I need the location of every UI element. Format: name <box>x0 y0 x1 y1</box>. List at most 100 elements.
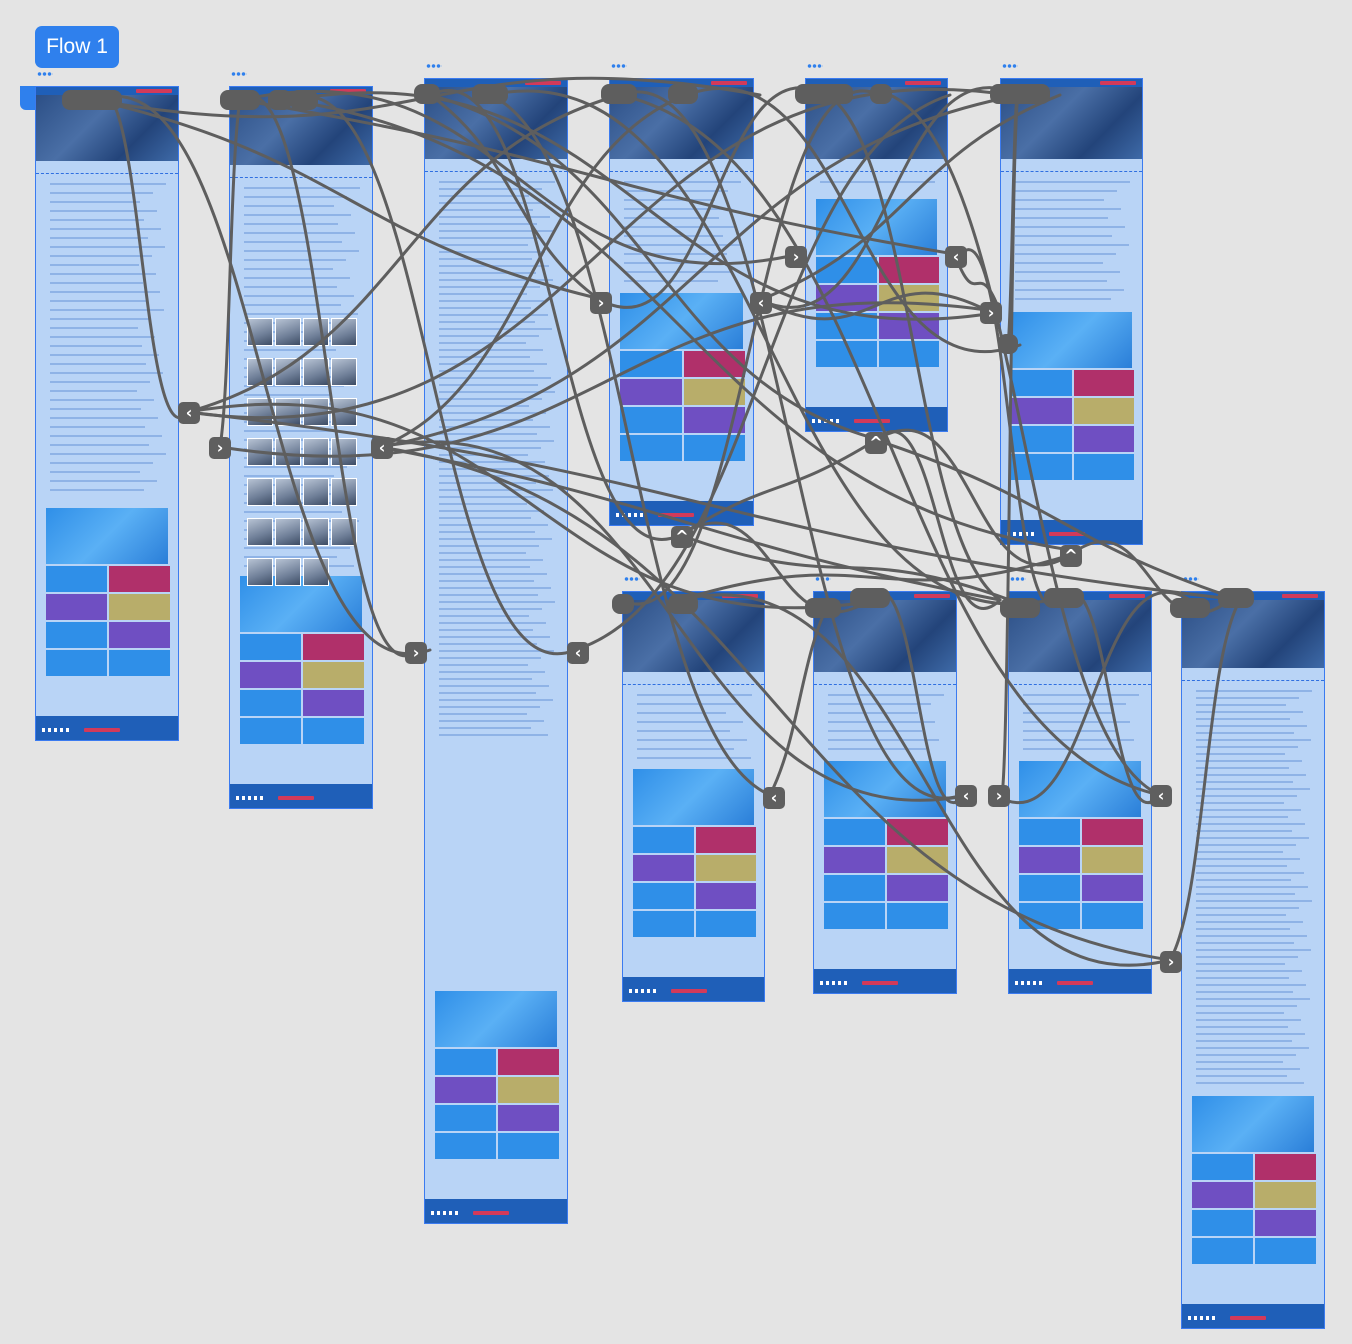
connection-handle-up-icon[interactable]: ^ <box>865 432 887 454</box>
hotspot-link[interactable] <box>998 334 1018 354</box>
category-tile <box>303 690 364 716</box>
content-line <box>820 181 935 183</box>
feature-image <box>633 769 754 825</box>
screen-frame[interactable] <box>424 78 568 1224</box>
hotspot-link[interactable] <box>805 598 841 618</box>
screen-frame[interactable] <box>1181 591 1325 1329</box>
content-line <box>1196 886 1308 888</box>
hotspot-link[interactable] <box>870 84 892 104</box>
frame-more-icon[interactable] <box>1010 577 1026 581</box>
hotspot-link[interactable] <box>795 84 853 104</box>
hotspot-link[interactable] <box>1044 588 1084 608</box>
connection-handle-up-icon[interactable]: ^ <box>671 526 693 548</box>
content-line <box>439 202 546 204</box>
content-line <box>439 447 541 449</box>
hotspot-link[interactable] <box>268 90 292 110</box>
connection-handle-left-icon[interactable]: ‹ <box>945 246 967 268</box>
connection-handle-left-icon[interactable]: ‹ <box>1150 785 1172 807</box>
hotspot-link[interactable] <box>220 90 260 110</box>
hotspot-link[interactable] <box>668 84 698 104</box>
content-line <box>50 345 142 347</box>
content-line <box>1196 823 1305 825</box>
fold-line <box>610 171 753 172</box>
frame-more-icon[interactable] <box>611 64 627 68</box>
connection-handle-right-icon[interactable]: › <box>1160 951 1182 973</box>
screen-frame[interactable] <box>1000 78 1143 545</box>
frame-more-icon[interactable] <box>807 64 823 68</box>
content-line <box>1196 753 1285 755</box>
connection-handle-left-icon[interactable]: ‹ <box>371 437 393 459</box>
screen-frame[interactable] <box>35 86 179 741</box>
content-line <box>1015 244 1129 246</box>
connection-handle-right-icon[interactable]: › <box>785 246 807 268</box>
content-line <box>244 313 358 315</box>
connection-handle-left-icon[interactable]: ‹ <box>955 785 977 807</box>
content-line <box>439 559 543 561</box>
connection-handle-left-icon[interactable]: ‹ <box>567 642 589 664</box>
content-line <box>1015 181 1130 183</box>
content-line <box>624 271 731 273</box>
category-tile <box>816 257 877 283</box>
hotspot-link[interactable] <box>62 90 122 110</box>
social-icons <box>629 989 657 993</box>
hotspot-link[interactable] <box>1170 598 1210 618</box>
connection-handle-left-icon[interactable]: ‹ <box>763 787 785 809</box>
content-line <box>50 336 155 338</box>
screen-frame[interactable] <box>813 591 957 994</box>
screen-frame[interactable] <box>1008 591 1152 994</box>
hotspot-link[interactable] <box>1000 598 1040 618</box>
connection-handle-left-icon[interactable]: ‹ <box>178 402 200 424</box>
content-line <box>1015 190 1117 192</box>
connection-handle-right-icon[interactable]: › <box>988 785 1010 807</box>
content-line <box>244 232 355 234</box>
connection-wire[interactable] <box>488 89 1052 606</box>
content-line <box>439 468 532 470</box>
header-cta-button <box>1282 594 1318 598</box>
hotspot-link[interactable] <box>290 90 318 110</box>
hotspot-link[interactable] <box>990 84 1050 104</box>
hotspot-link[interactable] <box>668 594 698 614</box>
connection-handle-up-icon[interactable]: ^ <box>1060 545 1082 567</box>
hotspot-link[interactable] <box>414 84 440 104</box>
connection-handle-right-icon[interactable]: › <box>590 292 612 314</box>
content-line <box>1196 1082 1304 1084</box>
feature-image <box>620 293 743 349</box>
category-tile <box>878 313 939 339</box>
hotspot-link[interactable] <box>1218 588 1254 608</box>
category-tile <box>435 1049 496 1075</box>
frame-more-icon[interactable] <box>624 577 640 581</box>
hotspot-link[interactable] <box>850 588 890 608</box>
screen-frame[interactable] <box>609 78 754 526</box>
frame-more-icon[interactable] <box>815 577 831 581</box>
connection-handle-right-icon[interactable]: › <box>980 302 1002 324</box>
hotspot-link[interactable] <box>601 84 637 104</box>
content-line <box>439 181 555 183</box>
content-line <box>624 244 740 246</box>
connection-handle-right-icon[interactable]: › <box>405 642 427 664</box>
frame-more-icon[interactable] <box>37 72 53 76</box>
content-line <box>50 417 158 419</box>
connection-handle-left-icon[interactable]: ‹ <box>750 292 772 314</box>
content-line <box>439 517 531 519</box>
frame-more-icon[interactable] <box>1183 577 1199 581</box>
social-icons <box>431 1211 459 1215</box>
frame-more-icon[interactable] <box>231 72 247 76</box>
hotspot-link[interactable] <box>472 84 508 104</box>
screen-frame[interactable] <box>622 591 765 1002</box>
hotspot-link[interactable] <box>612 594 634 614</box>
content-line <box>50 309 164 311</box>
flow-start-label[interactable]: Flow 1 <box>35 26 119 68</box>
content-line <box>244 349 336 351</box>
category-tile <box>887 847 948 873</box>
content-line <box>439 440 554 442</box>
content-line <box>439 678 532 680</box>
frame-more-icon[interactable] <box>426 64 442 68</box>
category-tile <box>1073 426 1134 452</box>
content-line <box>439 587 551 589</box>
connection-handle-right-icon[interactable]: › <box>209 437 231 459</box>
connection-wire[interactable] <box>874 430 1002 610</box>
frame-more-icon[interactable] <box>1002 64 1018 68</box>
screen-frame[interactable] <box>805 78 948 432</box>
category-tile <box>887 903 948 929</box>
